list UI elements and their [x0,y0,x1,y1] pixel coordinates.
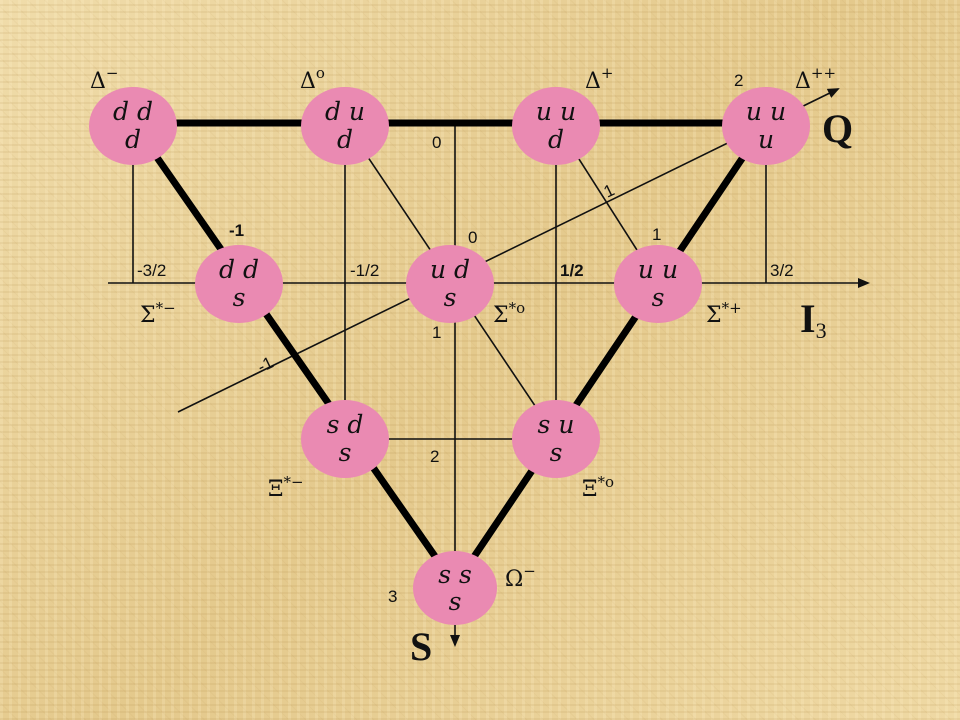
q-axis-label: Q [822,106,853,151]
delta-plusplus-label: Δ++ [795,64,836,94]
delta-zero-quarks-top: d u [325,97,365,126]
particle-labels: Δ− Δo Δ+ Δ++ Σ*− Σ*o Σ*+ Ξ*− Ξ*o Ω− [90,64,836,592]
delta-plusplus-quarks-bottom: u [758,125,774,154]
particle-xi-minus: s d s [301,400,389,478]
delta-plusplus-quarks-top: u u [746,97,786,126]
i3-tick-p1-2: 1/2 [560,261,584,280]
q-tick-m1-a: -1 [229,221,244,240]
q-tick-m1-b: -1 [254,353,276,377]
sigma-zero-quarks-top: u d [430,255,470,284]
delta-zero-label: Δo [300,64,325,94]
i3-tick-m3-2: -3/2 [137,261,166,280]
delta-minus-quarks-top: d d [113,97,153,126]
s-tick-0: 0 [432,133,441,152]
tick-labels: -3/2 -1/2 1/2 3/2 0 1 2 3 -1 -1 0 1 1 2 [137,71,794,606]
i3-tick-p3-2: 3/2 [770,261,794,280]
delta-zero-quarks-bottom: d [337,125,353,154]
sigma-plus-quarks-bottom: s [652,283,665,312]
xi-zero-quarks-bottom: s [550,438,563,467]
xi-minus-label: Ξ*− [268,473,304,502]
triangle-edges [129,119,770,589]
xi-minus-quarks-bottom: s [339,438,352,467]
q-tick-0: 0 [468,228,477,247]
triangle-left-edge [129,119,459,589]
omega-minus-quarks-bottom: s [449,587,462,616]
particle-delta-zero: d u d [301,87,389,165]
omega-minus-quarks-top: s s [438,560,472,589]
s-tick-3: 3 [388,587,397,606]
axis-labels: Q I3 S [410,106,853,669]
s-tick-2: 2 [430,447,439,466]
sigma-zero-quarks-bottom: s [444,283,457,312]
q-tick-1-b: 1 [652,225,661,244]
sigma-minus-quarks-top: d d [219,255,259,284]
xi-minus-quarks-top: s d [327,410,364,439]
delta-plus-label: Δ+ [585,64,613,94]
sigma-zero-label: Σ*o [493,299,525,328]
triangle-right-edge [451,119,770,589]
omega-minus-label: Ω− [505,562,536,592]
particle-sigma-minus: d d s [195,245,283,323]
xi-zero-label: Ξ*o [582,473,614,502]
i3-tick-m1-2: -1/2 [350,261,379,280]
delta-minus-label: Δ− [90,64,118,94]
i3-axis-label: I3 [800,296,827,343]
particle-xi-zero: s u s [512,400,600,478]
sigma-plus-quarks-top: u u [638,255,678,284]
delta-minus-quarks-bottom: d [125,125,141,154]
particle-delta-plusplus: u u u [722,87,810,165]
q-tick-2: 2 [734,71,743,90]
axis-lines [108,88,870,647]
delta-plus-quarks-top: u u [536,97,576,126]
particle-delta-minus: d d d [89,87,177,165]
delta-plus-quarks-bottom: d [548,125,564,154]
particle-sigma-zero: u d s [406,245,494,323]
sigma-minus-label: Σ*− [140,299,176,328]
particle-sigma-plus: u u s [614,245,702,323]
particle-omega-minus: s s s [413,551,497,625]
xi-zero-quarks-top: s u [538,410,575,439]
particle-delta-plus: u u d [512,87,600,165]
s-tick-1: 1 [432,323,441,342]
s-axis-label: S [410,624,432,669]
sigma-plus-label: Σ*+ [706,299,742,328]
sigma-minus-quarks-bottom: s [233,283,246,312]
